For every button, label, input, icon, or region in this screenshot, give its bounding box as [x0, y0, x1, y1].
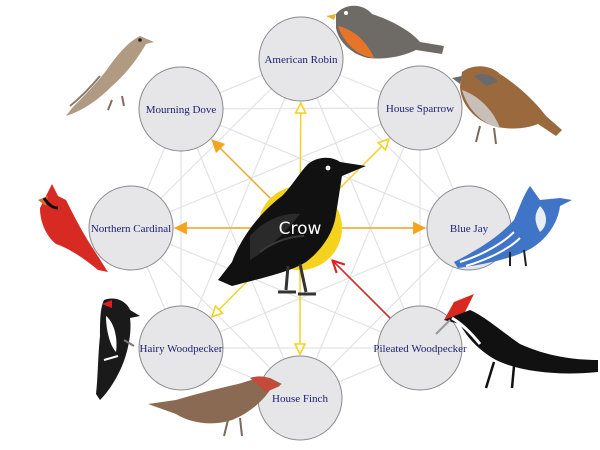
node-circle	[377, 65, 463, 151]
node-cardinal[interactable]: Northern Cardinal	[88, 185, 174, 271]
background-link	[130, 227, 421, 349]
center-label: Crow	[279, 219, 322, 239]
background-link	[180, 227, 470, 349]
node-finch[interactable]: House Finch	[257, 355, 343, 441]
sparrow-icon	[452, 66, 562, 145]
node-circle	[138, 66, 224, 152]
node-circle	[138, 305, 224, 391]
robin-icon	[326, 5, 444, 59]
pileated-woodpecker-icon	[435, 294, 598, 389]
hairy-woodpecker-icon	[96, 298, 140, 400]
node-label: Northern Cardinal	[91, 223, 171, 235]
node-dove[interactable]: Mourning Dove	[138, 66, 224, 152]
house-finch-icon	[148, 376, 282, 437]
crow-icon	[218, 157, 366, 296]
edge-center-to-dove	[211, 139, 271, 199]
northern-cardinal-icon	[38, 184, 108, 272]
background-link	[130, 107, 421, 229]
edge-pileated-to-center	[333, 261, 391, 319]
background-link	[299, 107, 421, 399]
node-circle	[377, 305, 463, 391]
node-label: House Sparrow	[386, 103, 454, 115]
node-circle	[258, 16, 344, 102]
node-label: Blue Jay	[450, 223, 489, 235]
mourning-dove-icon	[66, 36, 154, 116]
node-robin[interactable]: American Robin	[258, 16, 344, 102]
node-circle	[88, 185, 174, 271]
node-label: American Robin	[264, 54, 338, 66]
node-hairy[interactable]: Hairy Woodpecker	[138, 305, 224, 391]
node-label: House Finch	[272, 393, 328, 405]
node-sparrow[interactable]: House Sparrow	[377, 65, 463, 151]
node-label: Mourning Dove	[146, 104, 217, 116]
blue-jay-icon	[454, 186, 572, 268]
center-node[interactable]: Crow	[218, 157, 366, 296]
node-pileated[interactable]: Pileated Woodpecker	[373, 305, 467, 391]
background-link	[180, 58, 302, 349]
background-link	[300, 58, 421, 349]
node-label: Pileated Woodpecker	[373, 343, 467, 355]
node-label: Hairy Woodpecker	[140, 343, 223, 355]
